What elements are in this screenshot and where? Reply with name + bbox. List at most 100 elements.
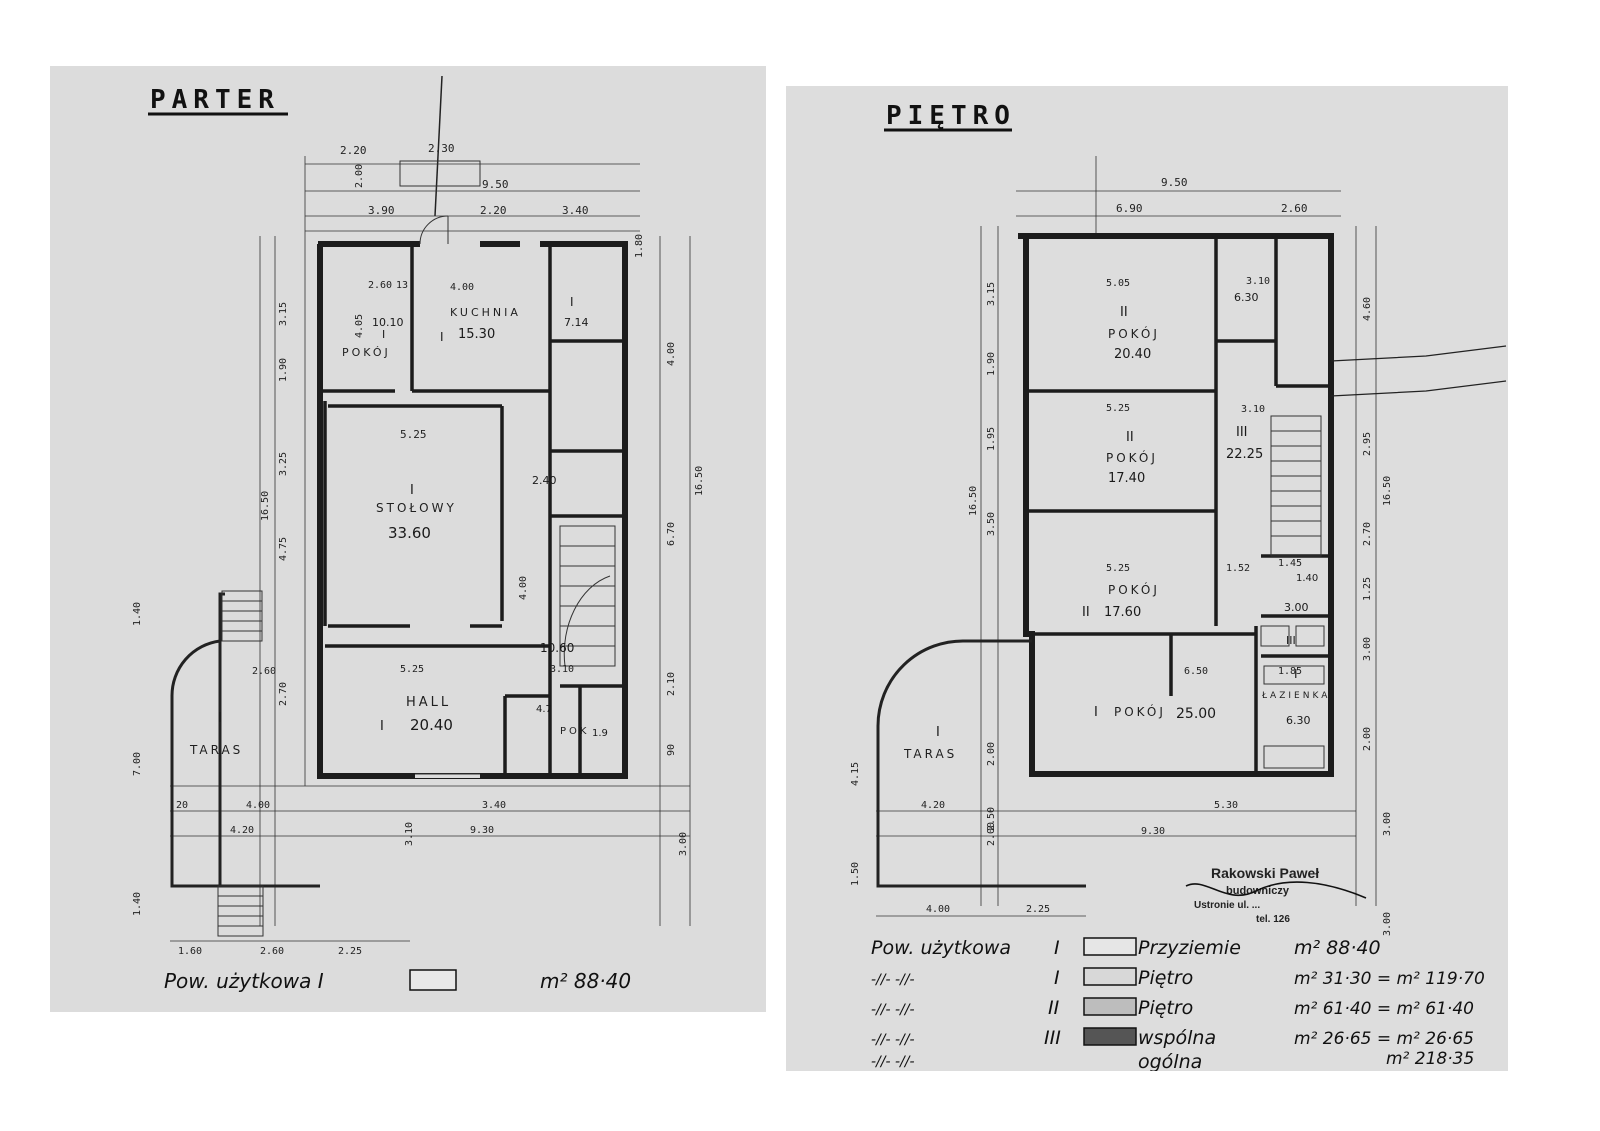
dim-inner-5: 4.00	[518, 576, 529, 600]
dim-p-bottom-0: 4.20	[921, 800, 945, 811]
p-room-area-1: 6.30	[1234, 291, 1259, 304]
stamp-address: Ustronie ul. ...	[1194, 900, 1260, 911]
parter-title: PARTER	[150, 85, 280, 115]
dim-bottom-9: 3.10	[404, 822, 415, 846]
legend-total-label: ogólna	[1138, 1051, 1202, 1071]
room-name-1: KUCHNIA	[450, 306, 521, 319]
dim-right-2: 16.50	[694, 466, 705, 496]
legend-row-3-prefix: -//- -//-	[871, 1032, 915, 1048]
room-area-5: 10.60	[540, 641, 574, 655]
dim-inner-3: 4.05	[354, 314, 365, 338]
pietro-drawing: PIĘTRO	[850, 101, 1507, 1071]
legend-row-3-label: wspólna	[1138, 1027, 1216, 1049]
dim-bottom-2: 3.40	[482, 800, 506, 811]
area-legend: Pow. użytkowa I Przyziemie m² 88·40 -//-…	[871, 937, 1485, 1071]
dim-left-7: 7.00	[132, 752, 143, 776]
dim-inner-6: 2.60	[252, 666, 276, 677]
dim-top-4: 2.20	[480, 204, 507, 217]
room-name-3: STOŁOWY	[376, 501, 457, 515]
p-room-area-3: 22.25	[1226, 447, 1263, 462]
dim-p-inner-4: 3.10	[1246, 276, 1270, 287]
legend-row-3-value: m² 26·65 = m² 26·65	[1294, 1029, 1474, 1049]
dim-left-8: 1.40	[132, 892, 143, 916]
dim-p-left-7: 2.00	[986, 822, 997, 846]
dim-p-bottom-1: 5.30	[1214, 800, 1238, 811]
dim-bottom-7: 2.60	[260, 946, 284, 957]
legend-row-2-swatch	[1083, 997, 1137, 1016]
p-room-name-8: POKÓJ	[1114, 704, 1166, 719]
dim-p-bottom-4: 2.25	[1026, 904, 1050, 915]
legend-row-2-value: m² 61·40 = m² 61·40	[1294, 999, 1474, 1019]
dim-p-inner-3: 6.50	[1184, 666, 1208, 677]
dim-left-2: 3.25	[278, 452, 289, 476]
dim-left-5: 16.50	[260, 491, 271, 521]
legend-row-0-label: Przyziemie	[1138, 937, 1241, 959]
pietro-title: PIĘTRO	[886, 101, 1016, 131]
parter-footer-value: m² 88·40	[540, 969, 631, 993]
p-room-class-8: I	[1094, 705, 1098, 720]
dim-p-top-0: 9.50	[1161, 176, 1188, 189]
floorplan-pietro-sheet: PIĘTRO	[786, 86, 1508, 1071]
parter-drawing: PARTER	[132, 75, 705, 993]
p-room-area-4: 17.60	[1104, 605, 1141, 620]
dim-inner-4: 5.25	[400, 428, 427, 441]
room-area-0: 10.10	[372, 316, 404, 329]
dim-p-inner-6: 1.52	[1226, 563, 1250, 574]
dim-right-3: 2.10	[666, 672, 677, 696]
legend-row-2-prefix: -//- -//-	[871, 1002, 915, 1018]
dim-p-right-6: 16.50	[1382, 476, 1393, 506]
dim-p-left-5: 2.00	[986, 742, 997, 766]
room-class-2: I	[570, 295, 574, 309]
signature-icon	[1185, 881, 1367, 899]
dim-p-right-3: 1.25	[1362, 577, 1373, 601]
stamp-phone: tel. 126	[1256, 914, 1290, 925]
room-name-9: TARAS	[189, 743, 243, 757]
legend-row-2-label: Piętro	[1138, 997, 1193, 1019]
legend-row-1-value: m² 31·30 = m² 119·70	[1294, 969, 1485, 989]
p-room-area-2: 17.40	[1108, 471, 1145, 486]
dim-p-top-2: 2.60	[1281, 202, 1308, 215]
dim-p-left-2: 1.95	[986, 427, 997, 451]
p-room-name-0: POKÓJ	[1108, 326, 1160, 341]
room-name-7: POK	[560, 726, 589, 737]
room-area-4: 2.40	[532, 474, 557, 487]
legend-row-1-class: I	[1054, 967, 1060, 989]
dim-left-6: 2.70	[278, 682, 289, 706]
p-room-name-4: POKÓJ	[1108, 582, 1160, 597]
legend-total-value: m² 218·35	[1386, 1049, 1474, 1069]
p-room-class-10: I	[936, 725, 940, 740]
room-class-3: I	[410, 483, 414, 498]
dim-inner-1: 13	[396, 280, 408, 291]
dim-left-0: 3.15	[278, 302, 289, 326]
dim-bottom-1: 4.00	[246, 800, 270, 811]
dim-p-left-1: 1.90	[986, 352, 997, 376]
stamp-role: budowniczy	[1226, 885, 1290, 897]
dim-p-left-3: 3.50	[986, 512, 997, 536]
dim-bottom-4: 9.30	[470, 825, 494, 836]
legend-swatch-class-i	[409, 969, 457, 991]
p-room-name-9: ŁAZIENKA	[1261, 691, 1330, 701]
room-name-6: HALL	[406, 695, 451, 710]
dim-p-left-4: 16.50	[968, 486, 979, 516]
p-room-class-3: III	[1236, 425, 1248, 440]
dim-inner-0: 2.60	[368, 280, 392, 291]
p-room-area-0: 20.40	[1114, 347, 1151, 362]
room-area-3: 33.60	[388, 524, 431, 542]
p-room-area-8: 25.00	[1176, 706, 1216, 722]
dim-p-left-8: 1.50	[850, 862, 861, 886]
legend-header: Pow. użytkowa	[871, 937, 1011, 959]
dim-bottom-3: 4.20	[230, 825, 254, 836]
dim-p-bottom-5: 2.50	[986, 807, 997, 831]
dim-left-4: 1.40	[132, 602, 143, 626]
stamp-name: Rakowski Paweł	[1211, 865, 1319, 881]
dim-p-bottom-6: 3.00	[1382, 912, 1393, 936]
dim-bottom-0: 20	[176, 800, 188, 811]
dim-right-1: 6.70	[666, 522, 677, 546]
dim-bottom-8: 2.25	[338, 946, 362, 957]
dim-top-5: 3.40	[562, 204, 589, 217]
room-area-6: 20.40	[410, 716, 453, 734]
legend-row-0-swatch	[1083, 937, 1137, 956]
p-room-name-10: TARAS	[903, 747, 957, 761]
p-room-class-0: II	[1120, 305, 1128, 320]
p-room-class-2: II	[1126, 430, 1134, 445]
